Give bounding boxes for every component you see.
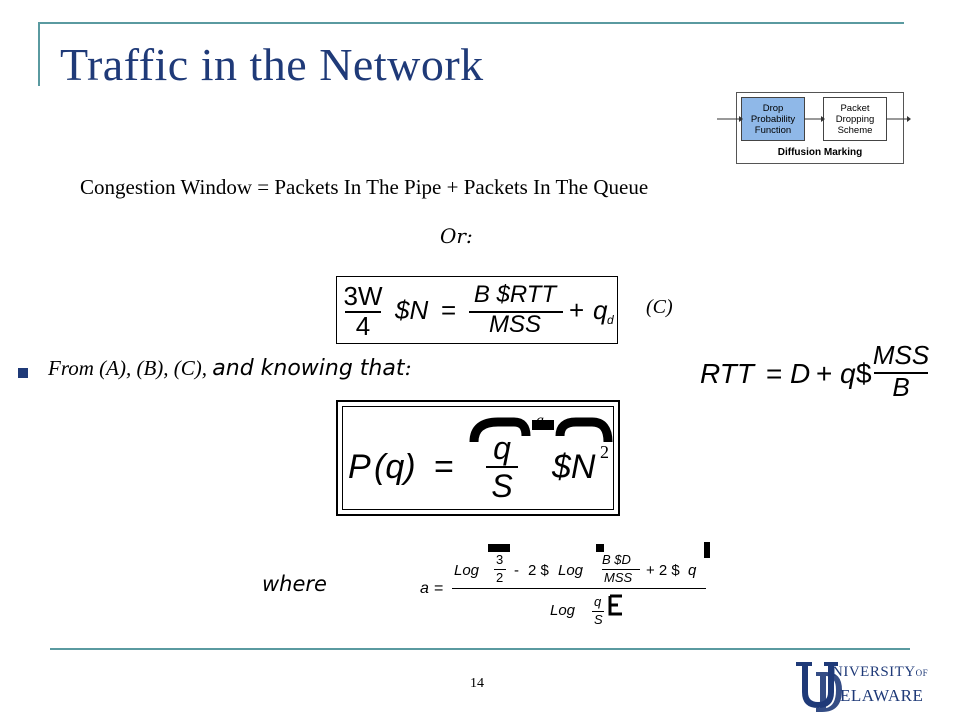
logo-line1: NIVERSITYOF xyxy=(832,664,928,681)
eq1-num-left: 3W xyxy=(343,281,383,311)
eq3-alpha: a xyxy=(536,412,544,429)
eq3-p: P xyxy=(348,448,371,486)
eq1-plus: + xyxy=(569,295,585,325)
bottom-rule xyxy=(50,648,910,650)
packet-dropping-box: Packet Dropping Scheme xyxy=(823,97,887,141)
eq3-inner-frame xyxy=(342,406,614,510)
equation-alpha: a = Log 3 2 - 2 $ Log B $D MSS + 2 $ q L… xyxy=(418,540,718,634)
eq2-d: D xyxy=(790,358,811,389)
eq1-frac-bar-right xyxy=(469,311,563,313)
diagram-arrows xyxy=(717,116,911,122)
eq4-inner-den: MSS xyxy=(604,570,633,585)
bullet-marker xyxy=(18,368,28,378)
eq4-bracket-marks xyxy=(488,542,710,558)
drop-probability-box: Drop Probability Function xyxy=(741,97,805,141)
slide-title: Traffic in the Network xyxy=(60,39,484,90)
eq2-equals: = xyxy=(766,358,783,389)
eq3-q-arg: (q) xyxy=(374,448,416,486)
eq4-frac-num: 3 xyxy=(496,552,504,567)
eq1-frac-bar-left xyxy=(345,311,381,313)
logo-of: OF xyxy=(915,668,929,678)
eq3-den: S xyxy=(491,468,513,504)
equation-pq-box: P (q) = a q S $N 2 xyxy=(336,400,620,516)
eq1-equals: = xyxy=(441,295,457,325)
eq2-frac-bar xyxy=(874,372,928,374)
eq1-sub: d xyxy=(607,313,614,327)
eq4-den-log: Log xyxy=(550,602,576,619)
bullet-text-a: From (A), (B), (C), xyxy=(48,356,213,380)
bullet-colon: : xyxy=(404,356,412,380)
eq4-den-s: S xyxy=(594,612,603,627)
eq2-den: B xyxy=(892,372,910,402)
diagram-caption: Diffusion Marking xyxy=(777,147,863,158)
eq4-frac-den: 2 xyxy=(496,570,504,585)
eq1-q: q xyxy=(593,295,608,325)
equation-rtt: RTT = D + q $ MSS B xyxy=(700,340,930,408)
eq4-minus: - xyxy=(514,562,519,579)
eq4-inner-num: B $D xyxy=(602,552,631,567)
eq1-den-left: 4 xyxy=(355,311,371,341)
eq2-lhs: RTT xyxy=(700,358,754,389)
eq4-qd: q xyxy=(688,562,697,579)
eq4-den-q: q xyxy=(594,594,602,609)
page-number: 14 xyxy=(470,676,484,691)
eq2-dollar: $ xyxy=(856,358,872,389)
equation-c-box: 3W 4 $N = B $RTT MSS + q d xyxy=(336,276,618,344)
eq3-frac-bar xyxy=(486,466,518,468)
diffusion-marking-diagram: Drop Probability Function Packet Droppin… xyxy=(717,92,911,164)
eq3-dollar-n: $N xyxy=(552,448,596,486)
university-logo: NIVERSITYOF ELAWARE xyxy=(790,658,928,714)
eq4-small-frac-bar xyxy=(494,569,506,570)
left-rule xyxy=(38,22,40,86)
where-label: where xyxy=(262,572,327,596)
eq1-num-right: B $RTT xyxy=(473,281,557,308)
eq4-log1: Log xyxy=(454,562,480,579)
eq3-bracket-top xyxy=(469,417,613,443)
eq3-num: q xyxy=(493,430,511,466)
eq4-inner-frac-bar xyxy=(602,569,640,570)
eq4-two-dollar: 2 $ xyxy=(528,562,549,579)
eq2-num: MSS xyxy=(872,340,930,370)
logo-line2: ELAWARE xyxy=(840,686,924,705)
eq2-plus: + xyxy=(816,358,833,389)
top-rule xyxy=(40,22,904,24)
eq4-main-frac-bar xyxy=(452,588,706,589)
eq-c-label: (C) xyxy=(646,296,673,318)
bullet-text: From (A), (B), (C), and knowing that: xyxy=(48,356,412,381)
eq4-log2: Log xyxy=(558,562,584,579)
eq1-den-right: MSS xyxy=(488,311,541,338)
eq3-exp: 2 xyxy=(600,442,609,462)
bullet-text-b: and knowing that xyxy=(212,356,405,381)
congestion-window-line: Congestion Window = Packets In The Pipe … xyxy=(80,175,649,199)
eq4-plus: + 2 $ xyxy=(646,562,680,579)
or-label: Or: xyxy=(440,224,473,248)
eq2-q: q xyxy=(840,358,856,389)
eq4-equals: = xyxy=(434,580,444,597)
logo-line1-text: NIVERSITY xyxy=(832,664,916,680)
eq1-dollar-n: $N xyxy=(395,295,429,325)
eq4-den-frac-bar xyxy=(592,611,604,612)
eq4-a: a xyxy=(420,580,429,597)
eq4-den-bracket xyxy=(608,594,622,616)
university-logo-mark xyxy=(796,662,842,712)
eq3-equals: = xyxy=(434,448,454,486)
